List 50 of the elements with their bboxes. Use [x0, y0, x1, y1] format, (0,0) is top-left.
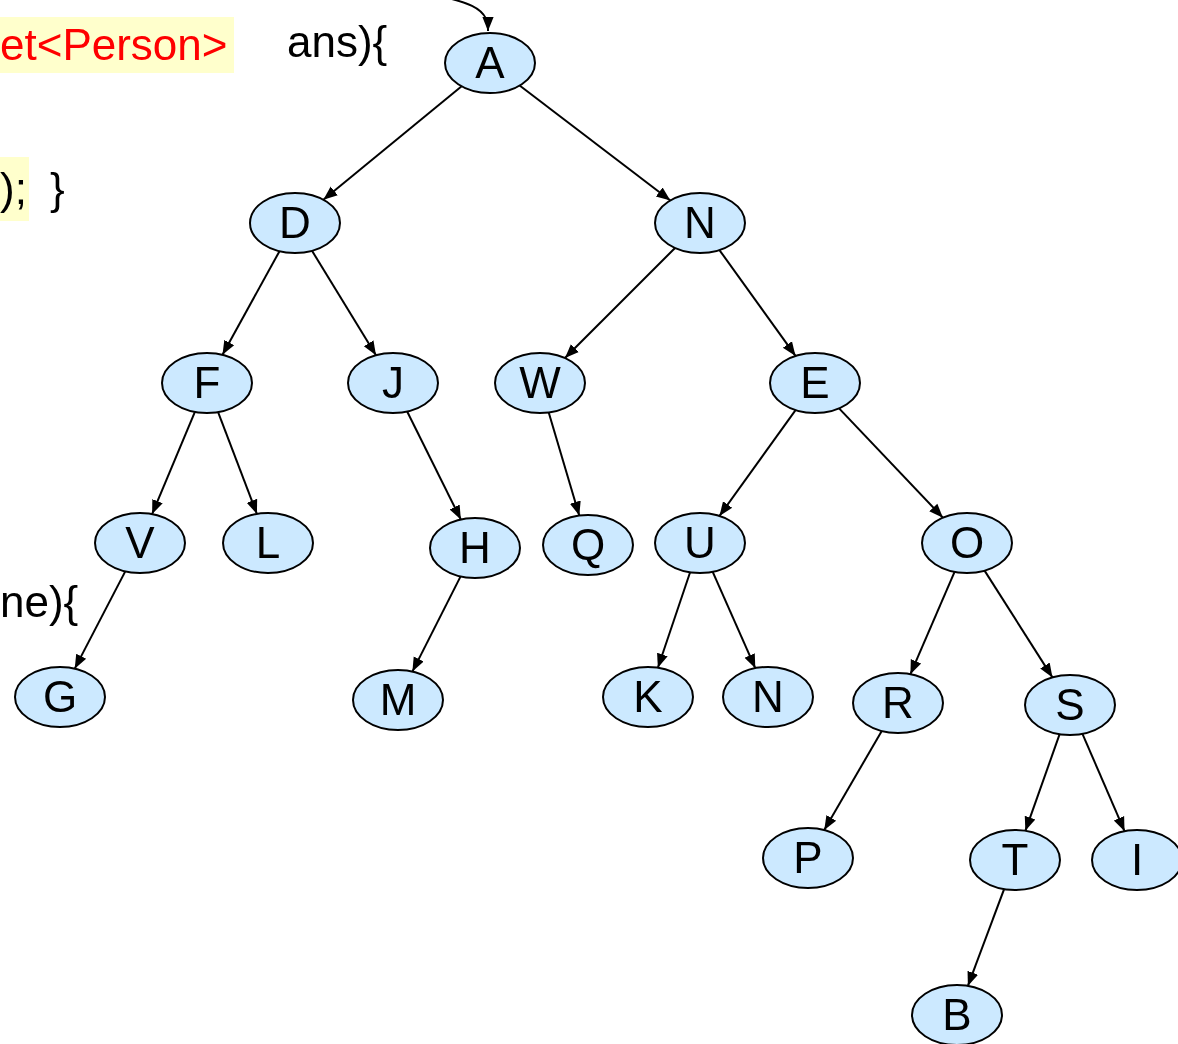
tree-arrow	[838, 407, 944, 519]
node-letter: M	[379, 678, 417, 722]
tree-arrow	[406, 410, 462, 521]
node-letter: E	[800, 361, 830, 405]
node-letter: R	[882, 681, 914, 725]
node-letter: S	[1055, 683, 1085, 727]
tree-arrow	[73, 570, 127, 670]
node-letter: L	[255, 521, 281, 565]
node-letter: F	[193, 361, 221, 405]
tree-arrow	[909, 570, 956, 676]
node-letter: V	[125, 521, 155, 565]
node-letter: Q	[570, 523, 606, 567]
tree-arrow	[547, 411, 581, 517]
node-letter: H	[459, 526, 491, 570]
tree-arrow	[711, 570, 757, 670]
tree-arrow	[411, 575, 462, 673]
tree-arrow	[563, 246, 677, 360]
node-letter: G	[42, 675, 78, 719]
node-letter: O	[949, 521, 985, 565]
node-letter: D	[279, 201, 311, 245]
tree-arrow	[966, 888, 1006, 987]
code-fragment: );	[0, 157, 29, 221]
node-letter: P	[793, 836, 823, 880]
tree-arrow	[656, 571, 692, 669]
tree-arrow	[311, 249, 377, 357]
tree-arrow	[1024, 733, 1061, 832]
tree-arrow	[221, 250, 281, 356]
code-fragment: }	[50, 167, 65, 211]
node-letter: T	[1001, 838, 1029, 882]
node-letter: U	[684, 521, 716, 565]
code-fragment: ne){	[0, 580, 79, 624]
node-letter: W	[519, 361, 561, 405]
tree-arrow	[983, 569, 1054, 679]
node-letter: J	[382, 361, 404, 405]
tree-arrow	[1081, 732, 1126, 833]
tree-arrow	[322, 85, 463, 201]
tree-arrow	[823, 730, 883, 831]
node-letter: N	[684, 201, 716, 245]
tree-arrow	[151, 410, 196, 516]
tree-arrow	[718, 249, 797, 357]
code-fragment: et<Person>	[0, 17, 234, 73]
tree-arrow	[718, 409, 797, 517]
code-fragment: ans){	[287, 20, 388, 64]
node-letter: N	[752, 675, 784, 719]
tree-arrow	[217, 411, 258, 515]
node-letter: K	[633, 675, 663, 719]
node-letter: B	[942, 993, 972, 1037]
node-letter: I	[1130, 838, 1144, 882]
tree-arrow	[518, 84, 672, 202]
node-letter: A	[475, 41, 505, 85]
